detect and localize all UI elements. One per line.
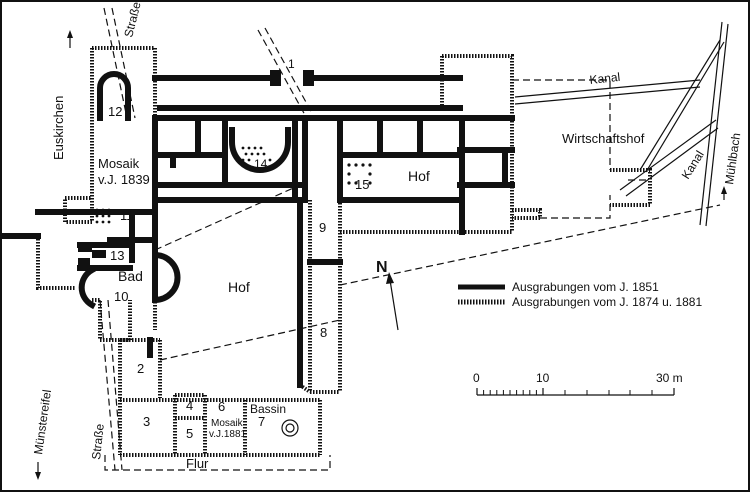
room-number-11: 11 bbox=[120, 208, 134, 223]
north-arrow-icon bbox=[386, 272, 399, 331]
legend-item-1874: Ausgrabungen vom J. 1874 u. 1881 bbox=[512, 295, 702, 309]
label-kanal-right: Kanal bbox=[679, 148, 707, 181]
label-kanal-top: Kanal bbox=[589, 70, 621, 87]
room-number-10: 10 bbox=[114, 289, 128, 304]
label-mosaik-year: v.J. 1839 bbox=[98, 172, 150, 187]
label-strasse-top: Straße bbox=[121, 0, 143, 39]
label-flur: Flur bbox=[186, 456, 209, 471]
label-strasse-bottom: Straße bbox=[89, 423, 107, 461]
hypocaust-blocks bbox=[78, 242, 106, 266]
room-number-13: 13 bbox=[110, 248, 124, 263]
room-number-4: 4 bbox=[186, 398, 193, 413]
room-number-9: 9 bbox=[319, 220, 326, 235]
room-number-6: 6 bbox=[218, 399, 225, 414]
room-number-15: 15 bbox=[355, 177, 369, 192]
north-label: N bbox=[376, 259, 388, 276]
legend-item-1851: Ausgrabungen vom J. 1851 bbox=[512, 280, 659, 294]
label-muenstereifel: Münstereifel bbox=[31, 389, 54, 456]
room-number-3: 3 bbox=[143, 414, 150, 429]
room-number-1: 1 bbox=[288, 57, 295, 71]
room-number-2: 2 bbox=[137, 361, 144, 376]
scale-bar: 0 10 30 m bbox=[473, 371, 683, 396]
bassin-basin-icon bbox=[281, 419, 299, 437]
label-hof-main: Hof bbox=[228, 279, 250, 295]
label-muehlbach: Mühlbach bbox=[722, 132, 743, 185]
scale-tick-30m: 30 m bbox=[656, 371, 683, 385]
label-bad: Bad bbox=[118, 268, 143, 284]
label-mosaik6-title: Mosaik bbox=[211, 418, 244, 429]
label-mosaik6-year: v.J.1881 bbox=[209, 429, 246, 440]
direction-arrows bbox=[35, 30, 727, 480]
room-number-7: 7 bbox=[258, 414, 265, 429]
mosaic-dots bbox=[95, 146, 372, 224]
room-number-5: 5 bbox=[186, 426, 193, 441]
label-bassin: Bassin bbox=[250, 402, 286, 416]
scale-tick-10: 10 bbox=[536, 371, 550, 385]
room-number-14: 14 bbox=[254, 157, 268, 171]
legend: Ausgrabungen vom J. 1851 Ausgrabungen vo… bbox=[458, 280, 702, 309]
label-hof-small: Hof bbox=[408, 168, 430, 184]
label-wirtschaftshof: Wirtschaftshof bbox=[562, 131, 645, 146]
room-number-8: 8 bbox=[320, 325, 327, 340]
label-mosaik-title: Mosaik bbox=[98, 156, 140, 171]
room-number-12: 12 bbox=[108, 104, 122, 119]
scale-tick-0: 0 bbox=[473, 371, 480, 385]
label-euskirchen: Euskirchen bbox=[51, 96, 66, 160]
roads-and-canals bbox=[99, 7, 729, 471]
